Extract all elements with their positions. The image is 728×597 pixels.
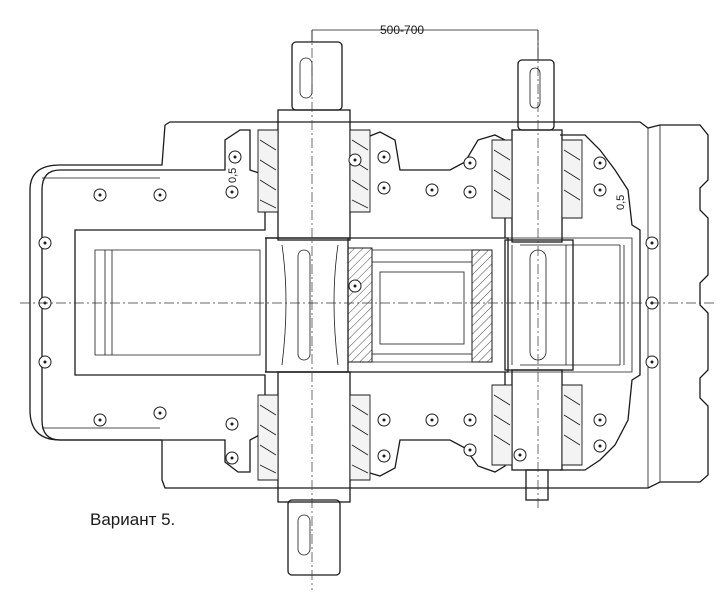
bolts [38,150,659,465]
input-shaft [265,41,351,576]
side-label-left: 0,5 [227,168,239,183]
dimension-label: 500-700 [380,23,424,37]
center-lines [20,30,715,590]
right-block [359,131,641,477]
middle-section [265,237,509,373]
housing-outline [29,121,709,489]
bearings [257,129,583,481]
side-label-right: 0,5 [615,195,627,210]
caption: Вариант 5. [90,510,176,529]
dimension-500-700: 500-700 [311,23,539,60]
